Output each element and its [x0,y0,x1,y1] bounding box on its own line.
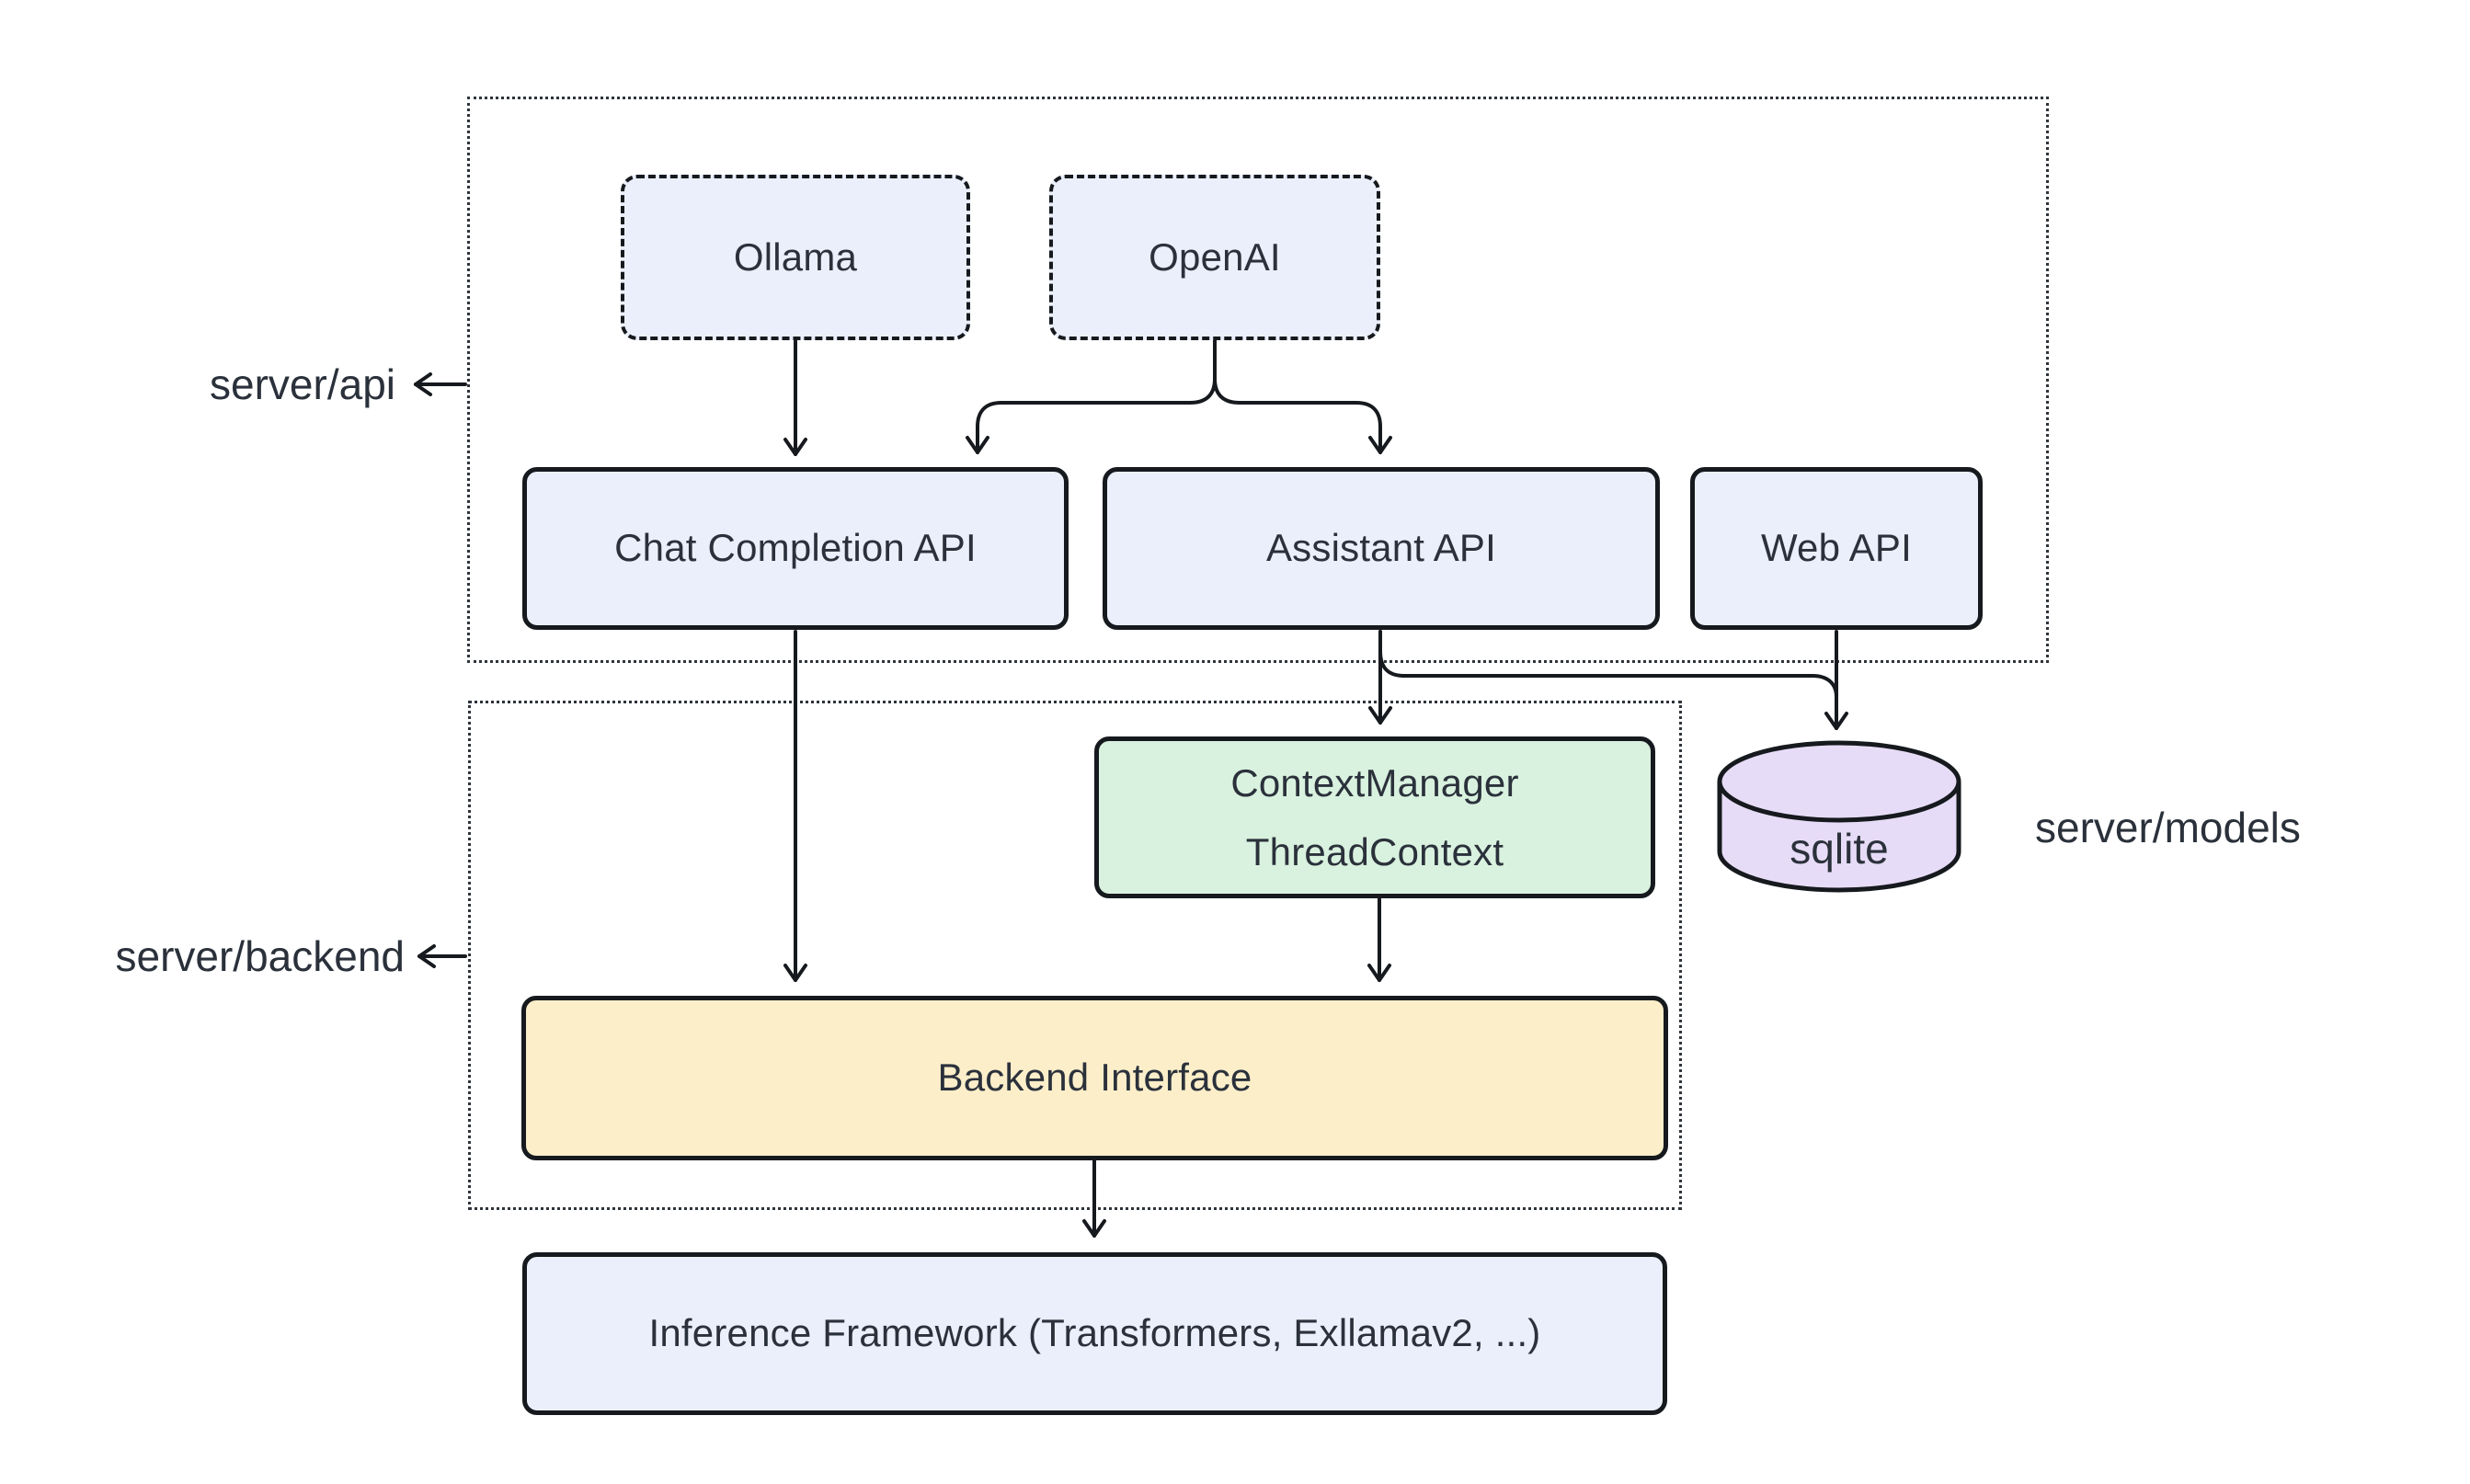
node-ollama: Ollama [621,175,970,340]
node-sqlite-label: sqlite [1790,825,1889,873]
node-web-api-label: Web API [1760,526,1913,570]
label-server-models-text: server/models [2035,804,2301,851]
node-context-manager-line2: ThreadContext [1245,830,1504,873]
server-backend-container [468,701,1682,1210]
node-inference-framework: Inference Framework (Transformers, Exlla… [522,1252,1667,1415]
node-inference-framework-label: Inference Framework (Transformers, Exlla… [648,1311,1541,1355]
label-server-api-text: server/api [210,360,395,408]
node-openai: OpenAI [1049,175,1380,340]
label-server-backend: server/backend [74,930,406,982]
label-server-models: server/models [2035,802,2421,853]
node-assistant-api: Assistant API [1103,467,1660,630]
node-chat-completion-api-label: Chat Completion API [614,526,977,570]
connector-assistant-to-sqlite [1378,630,1838,710]
node-backend-interface: Backend Interface [521,996,1668,1160]
arrow-openai-to-chat [966,339,1217,454]
node-openai-label: OpenAI [1149,234,1281,279]
node-assistant-api-label: Assistant API [1265,526,1497,570]
label-server-backend-text: server/backend [115,932,406,980]
arrow-openai-to-assistant [1213,339,1392,454]
node-web-api: Web API [1690,467,1983,630]
node-chat-completion-api: Chat Completion API [522,467,1069,630]
server-api-container [467,97,2049,663]
node-ollama-label: Ollama [733,234,858,279]
label-server-api: server/api [120,359,395,410]
sqlite-cylinder [1717,740,1961,893]
node-context-manager-line1: ContextManager [1230,761,1519,805]
node-context-manager: ContextManager ThreadContext [1094,736,1655,898]
node-backend-interface-label: Backend Interface [937,1056,1252,1100]
